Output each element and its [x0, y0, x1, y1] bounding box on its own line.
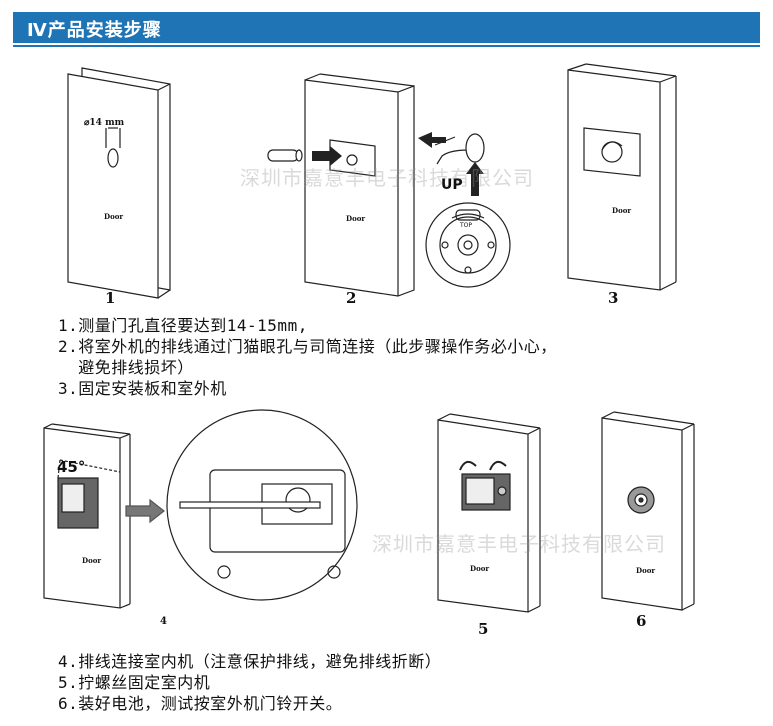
fig5-door	[437, 413, 541, 613]
fig2-door	[267, 73, 511, 297]
fig4-door	[43, 409, 358, 609]
fig5-number: 5	[478, 620, 489, 638]
fig6-door	[601, 411, 695, 611]
step-4-text: 4.排线连接室内机（注意保护排线，避免排线折断）	[58, 652, 442, 671]
fig3-door	[567, 63, 677, 291]
fig2-left-arrow	[418, 132, 446, 148]
step-2-text: 2.将室外机的排线通过门猫眼孔与司筒连接（此步骤操作务必小心，	[58, 337, 557, 356]
fig4-angle-label: 45°	[57, 458, 86, 476]
fig5-door-label: Door	[470, 564, 490, 573]
fig4-door-label: Door	[82, 556, 102, 565]
watermark-top: 深圳市嘉意丰电子科技有限公司	[240, 166, 534, 190]
fig1-hole-label: ⌀14 mm	[84, 118, 125, 128]
fig3-number: 3	[608, 289, 619, 307]
fig6-number: 6	[636, 612, 647, 630]
fig3-door-label: Door	[612, 206, 632, 215]
fig2-up-arrow	[466, 162, 484, 196]
fig1-number: 1	[105, 289, 116, 307]
step-6-text: 6.装好电池，测试按室外机门铃开关。	[58, 694, 343, 713]
fig2-number: 2	[346, 289, 357, 307]
fig1-door	[67, 67, 171, 299]
fig2-right-arrow	[312, 146, 342, 166]
step-5-text: 5.拧螺丝固定室内机	[58, 673, 211, 692]
fig2-up-label: UP	[441, 177, 463, 193]
fig1-door-label: Door	[104, 212, 124, 221]
step-1-text: 1.测量门孔直径要达到14-15mm,	[58, 316, 308, 335]
watermark-bottom: 深圳市嘉意丰电子科技有限公司	[372, 532, 666, 556]
step-3-text: 3.固定安装板和室外机	[58, 379, 227, 398]
fig2-door-label: Door	[346, 214, 366, 223]
fig2-top-label: TOP	[460, 222, 473, 229]
section-header: Ⅳ产品安装步骤	[13, 12, 760, 43]
section-title: Ⅳ产品安装步骤	[27, 20, 162, 41]
fig6-door-label: Door	[636, 566, 656, 575]
header-underline	[13, 45, 760, 47]
step-2-continued-text: 避免排线损坏）	[58, 358, 194, 377]
fig4-number: 4	[160, 616, 167, 627]
